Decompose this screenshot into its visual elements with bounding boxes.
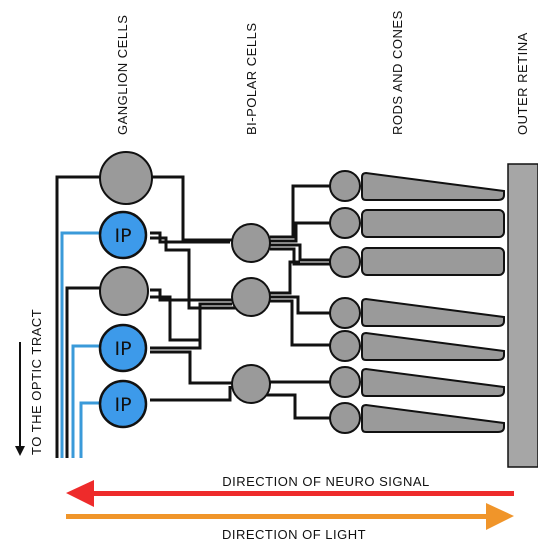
ip-cell-1-label: IP [114, 225, 131, 247]
wire-g2-b2 [150, 288, 232, 302]
wire-ip3-b3 [150, 386, 232, 402]
bipolar-cell-3 [231, 364, 271, 404]
ip-cell-1 [98, 210, 148, 260]
wire-g2-down [150, 295, 200, 342]
outer-retina-label: OUTER RETINA [515, 32, 530, 135]
wire-ip2 [71, 344, 102, 458]
wire-g1-down [150, 175, 232, 242]
cone-1 [361, 171, 505, 201]
cone-4 [361, 297, 505, 327]
wire-ip2-b3 [150, 350, 232, 385]
rods-and-cones-label: RODS AND CONES [390, 10, 405, 135]
ip-cell-2 [98, 323, 148, 373]
cone-5 [361, 331, 505, 361]
ganglion-cells-label: GANGLION CELLS [115, 15, 130, 135]
bipolar-rods-wires [265, 184, 331, 420]
ip-cell-3 [98, 379, 148, 429]
optic-tract-wires [55, 175, 102, 458]
wire-ip3 [79, 401, 102, 458]
optic-tract-arrow [15, 342, 25, 456]
ip-cell-2-label: IP [114, 338, 131, 360]
cone-7 [361, 403, 505, 433]
photoreceptor-body-4 [329, 297, 361, 329]
neuro-signal-label: DIRECTION OF NEURO SIGNAL [222, 474, 430, 489]
wire-b1-r1 [270, 184, 331, 239]
wire-b1-r3 [270, 243, 331, 262]
photoreceptor-body-1 [329, 170, 361, 202]
cone-6 [361, 367, 505, 397]
light-label: DIRECTION OF LIGHT [222, 527, 366, 541]
bipolar-cell-1 [231, 223, 271, 263]
photoreceptor-body-7 [329, 402, 361, 434]
wire-mid-ganglion [65, 286, 100, 458]
rod-2 [361, 209, 505, 238]
photoreceptor-body-2 [329, 207, 361, 239]
bipolar-cell-2 [231, 277, 271, 317]
ganglion-bipolar-wires [150, 175, 250, 402]
wire-top-ganglion [55, 175, 100, 458]
wire-b3-r7 [265, 393, 331, 420]
ganglion-cell-middle [99, 266, 149, 316]
neuro-signal-arrow [66, 480, 514, 507]
wire-b1-r3b [270, 247, 331, 266]
wire-b2-r3 [270, 260, 300, 295]
bipolar-cells [231, 223, 271, 404]
wire-b1-r2 [270, 221, 331, 243]
photoreceptor-body-3 [329, 246, 361, 278]
ganglion-cell-top [99, 151, 153, 205]
rods-and-cones [329, 170, 505, 434]
photoreceptor-body-5 [329, 330, 361, 362]
photoreceptor-body-6 [329, 366, 361, 398]
wire-ip1 [60, 231, 102, 458]
wire-ip2-b2 [150, 302, 232, 350]
wire-b2-r5 [270, 299, 331, 347]
ganglion-cells: IP IP IP [98, 151, 153, 429]
optic-tract-label: TO THE OPTIC TRACT [29, 309, 44, 455]
ip-cell-3-label: IP [114, 394, 131, 416]
outer-retina-wall [507, 163, 538, 468]
rod-3 [361, 247, 505, 276]
light-arrow [66, 503, 514, 530]
wire-b2-r4 [270, 295, 331, 315]
bipolar-cells-label: BI-POLAR CELLS [244, 23, 259, 136]
